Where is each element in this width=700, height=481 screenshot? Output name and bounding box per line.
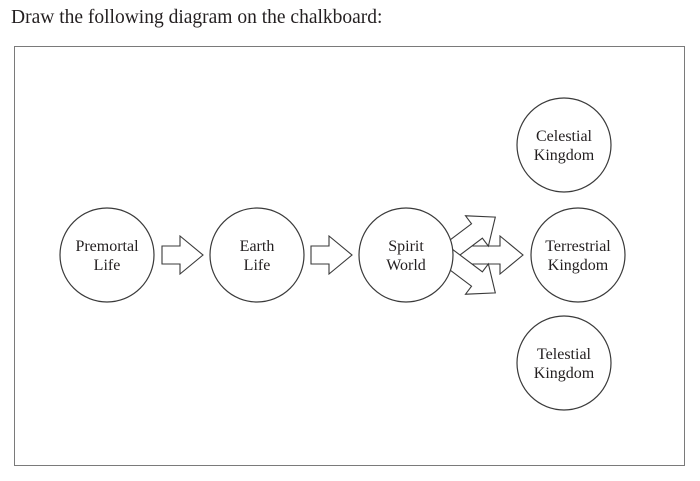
node-telestial-kingdom-line2: Kingdom <box>534 365 595 382</box>
arrow-earth-to-spirit <box>310 234 353 276</box>
node-premortal-life: Premortal Life <box>59 207 155 303</box>
node-spirit-world-line2: World <box>386 257 426 274</box>
node-spirit-world-line1: Spirit <box>388 238 424 255</box>
instruction-text: Draw the following diagram on the chalkb… <box>11 7 383 28</box>
node-terrestrial-kingdom-line1: Terrestrial <box>545 238 611 255</box>
node-telestial-kingdom: Telestial Kingdom <box>516 315 612 411</box>
node-celestial-kingdom-line2: Kingdom <box>534 147 595 164</box>
node-telestial-kingdom-line1: Telestial <box>537 346 592 363</box>
node-premortal-life-line2: Life <box>94 257 121 274</box>
arrow-premortal-to-earth <box>161 234 204 276</box>
node-terrestrial-kingdom: Terrestrial Kingdom <box>530 207 626 303</box>
node-earth-life-line1: Earth <box>240 238 275 255</box>
node-earth-life: Earth Life <box>209 207 305 303</box>
node-celestial-kingdom: Celestial Kingdom <box>516 97 612 193</box>
node-celestial-kingdom-line1: Celestial <box>536 128 593 145</box>
node-premortal-life-line1: Premortal <box>75 238 139 255</box>
node-terrestrial-kingdom-line2: Kingdom <box>548 257 609 274</box>
node-spirit-world: Spirit World <box>358 207 454 303</box>
node-earth-life-line2: Life <box>244 257 271 274</box>
diagram-frame <box>14 46 685 466</box>
